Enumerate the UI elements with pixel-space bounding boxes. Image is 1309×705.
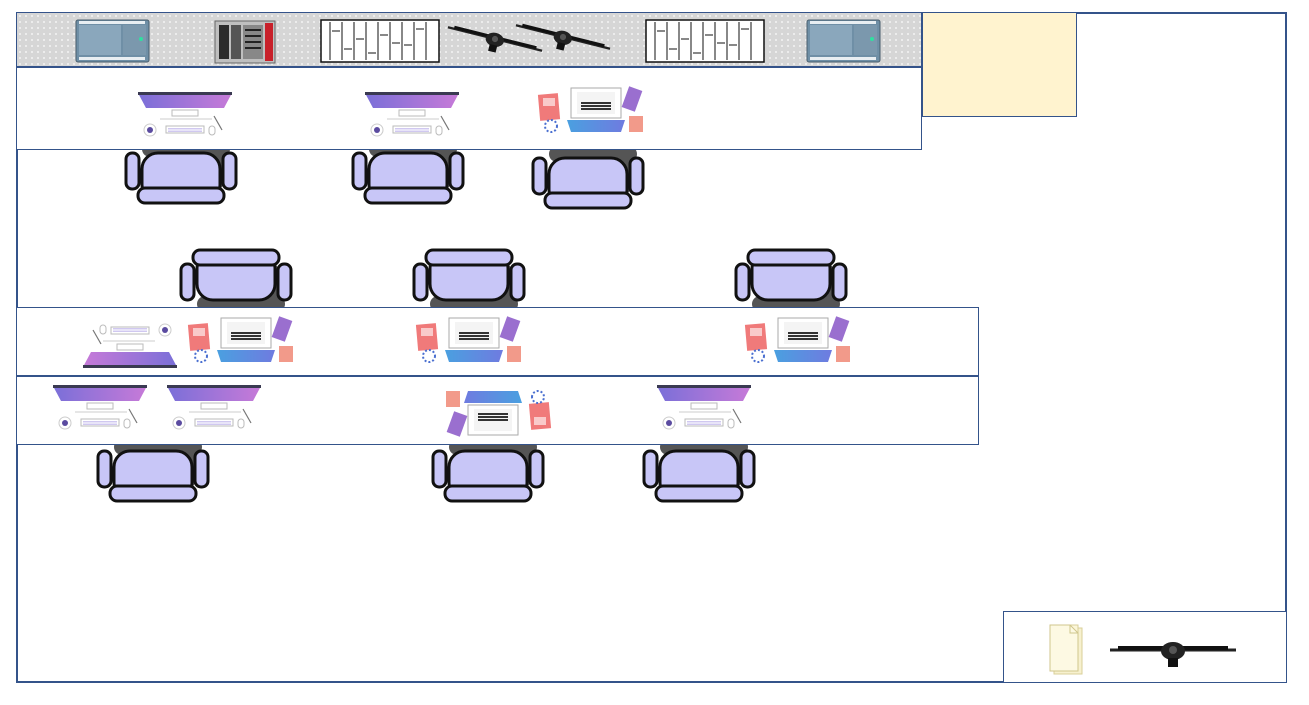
fiber-cable-icon (513, 17, 613, 57)
chair-icon (730, 248, 860, 313)
keyboard-monitor-icon (75, 310, 185, 370)
monitor-keyboard-icon (357, 90, 467, 150)
patch-panel-icon (645, 19, 765, 63)
chair-icon (92, 438, 222, 503)
desk-row-3 (16, 376, 979, 445)
monitor-keyboard-icon (130, 90, 240, 150)
monitor-keyboard-icon (649, 383, 759, 443)
industrial-controller-icon (213, 17, 283, 65)
laptop-workspace-icon (432, 381, 552, 441)
laptop-workspace-icon (187, 312, 307, 372)
desk-row-2 (16, 307, 979, 376)
plc-module-icon (75, 17, 150, 65)
monitor-keyboard-icon (159, 383, 269, 443)
note-box (922, 12, 1077, 117)
chair-icon (408, 248, 538, 313)
chair-icon (175, 248, 305, 313)
hardware-strip (16, 12, 922, 67)
laptop-workspace-icon (744, 312, 864, 372)
fiber-cable-icon (1108, 630, 1238, 670)
chair-icon (427, 438, 557, 503)
desk-row-1 (16, 67, 922, 150)
corner-station (1003, 611, 1287, 683)
plc-module-icon (806, 17, 881, 65)
chair-icon (638, 438, 768, 503)
monitor-keyboard-icon (45, 383, 155, 443)
chair-icon (527, 145, 657, 210)
patch-panel-icon (320, 17, 440, 65)
documents-icon (1046, 622, 1086, 678)
laptop-workspace-icon (537, 82, 657, 142)
laptop-workspace-icon (415, 312, 535, 372)
